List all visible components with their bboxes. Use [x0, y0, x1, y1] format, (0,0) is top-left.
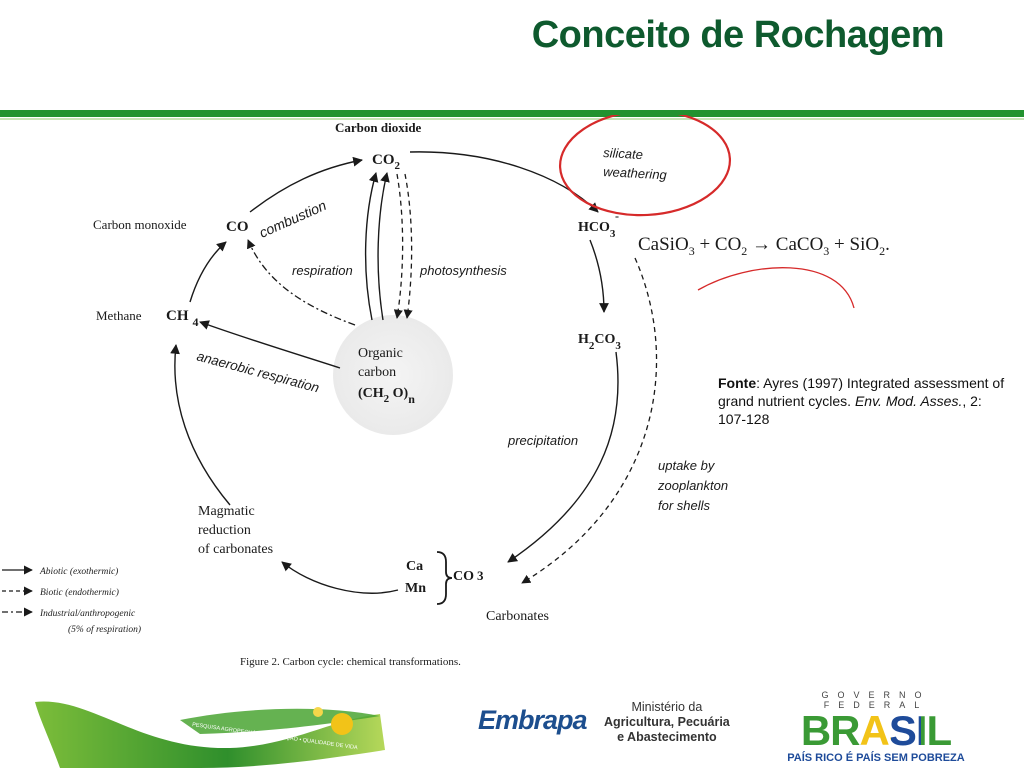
arrow-organic-to-ch4	[199, 320, 341, 369]
node-carbonates: Carbonates	[486, 609, 549, 624]
node-co2: CO2	[372, 152, 401, 172]
ministry-line-2: Agricultura, Pecuária	[604, 715, 730, 729]
legend-industrial-1: Industrial/anthropogenic	[39, 609, 136, 619]
source-text: : Ayres (1997) Integrated assessment of …	[718, 375, 1005, 409]
node-h2co3: H2CO3	[578, 332, 621, 352]
node-ca: Ca	[406, 559, 423, 574]
arrow-respiration-2	[377, 172, 390, 321]
title-divider-shadow	[0, 118, 1024, 120]
label-uptake-3: for shells	[658, 498, 711, 513]
arrow-h2co3-to-co3	[507, 351, 619, 563]
node-hco3-charge: -	[615, 209, 619, 223]
gov-top-text: GOVERNO FEDERAL	[821, 690, 931, 710]
arrow-co-to-co2	[249, 156, 363, 213]
ministry-line-3: e Abastecimento	[617, 730, 717, 744]
ministry-logo: Ministério da Agricultura, Pecuária e Ab…	[604, 700, 730, 745]
flower-icon	[313, 707, 323, 717]
arrow-photosynthesis-2	[403, 173, 413, 319]
title-divider	[0, 110, 1024, 117]
node-ch4-label: Methane	[96, 308, 142, 323]
legend-industrial-2: (5% of respiration)	[68, 624, 141, 635]
source-rest: , 2: 107-128	[718, 393, 982, 427]
label-precipitation: precipitation	[507, 433, 578, 448]
figure-caption: Figure 2. Carbon cycle: chemical transfo…	[240, 656, 461, 668]
arrow-respiration-1	[364, 172, 379, 321]
organic-carbon-background	[333, 315, 453, 435]
gov-slogan: PAÍS RICO É PAÍS SEM POBREZA	[787, 752, 965, 764]
arrow-organic-to-co	[247, 239, 356, 326]
node-co: CO	[226, 219, 249, 235]
silicate-equation: CaSiO3 + CO2 → CaCO3 + SiO2.	[638, 234, 890, 258]
node-co2-label: Carbon dioxide	[335, 120, 422, 135]
node-hco3: HCO3	[578, 220, 616, 240]
source-journal: Env. Mod. Asses.	[854, 393, 963, 409]
node-co-label: Carbon monoxide	[93, 217, 187, 232]
label-uptake-1: uptake by	[658, 458, 716, 473]
label-photosynthesis: photosynthesis	[419, 263, 507, 278]
node-organic-1: Organic	[358, 346, 403, 361]
arrow-ch4-to-co	[189, 241, 227, 303]
label-combustion: combustion	[257, 197, 329, 241]
label-silicate-1: silicate	[603, 145, 643, 162]
arrow-uptake-zooplankton	[521, 257, 658, 584]
governo-federal-logo: GOVERNO FEDERAL BRASIL PAÍS RICO É PAÍS …	[776, 690, 976, 764]
equation-highlight-curve	[697, 267, 855, 309]
source-label: Fonte	[718, 375, 757, 391]
node-organic-2: carbon	[358, 365, 396, 380]
embrapa-logo: Embrapa	[478, 705, 588, 735]
arrow-magmatic-to-ch4	[170, 344, 231, 506]
legend-biotic: Biotic (endothermic)	[40, 587, 119, 598]
footer-swoosh-accent	[180, 708, 380, 734]
node-magmatic-1: Magmatic	[198, 504, 255, 519]
sun-icon	[331, 713, 353, 735]
label-respiration: respiration	[292, 263, 353, 278]
node-mn: Mn	[405, 581, 426, 596]
label-uptake-2: zooplankton	[657, 478, 728, 493]
carbon-cycle-diagram: Carbon dioxide CO2 Carbon monoxide CO Me…	[2, 115, 890, 668]
arrow-co2-to-hco3	[409, 151, 599, 213]
label-silicate-2: weathering	[603, 164, 668, 182]
footer-banner: PESQUISA AGROPECUÁRIA • INOVAÇÃO • QUALI…	[0, 690, 1024, 768]
node-magmatic-3: of carbonates	[198, 542, 273, 557]
carbonate-brace	[436, 551, 453, 605]
source-citation: Fonte: Ayres (1997) Integrated assessmen…	[718, 374, 1008, 428]
silicate-highlight-circle	[558, 115, 732, 217]
node-magmatic-2: reduction	[198, 523, 251, 538]
arrow-co3-to-magmatic	[281, 561, 399, 594]
arrow-photosynthesis-1	[393, 173, 404, 319]
footer-swoosh	[35, 701, 385, 768]
legend-abiotic: Abiotic (exothermic)	[39, 566, 118, 577]
ministry-line-1: Ministério da	[631, 700, 703, 714]
node-organic-3: (CH2 O)n	[358, 386, 415, 406]
slide-title: Conceito de Rochagem	[531, 14, 945, 56]
arrow-hco3-to-h2co3	[589, 239, 609, 313]
gov-brasil-text: BRASIL	[800, 707, 952, 754]
brasil-bar	[780, 704, 976, 744]
